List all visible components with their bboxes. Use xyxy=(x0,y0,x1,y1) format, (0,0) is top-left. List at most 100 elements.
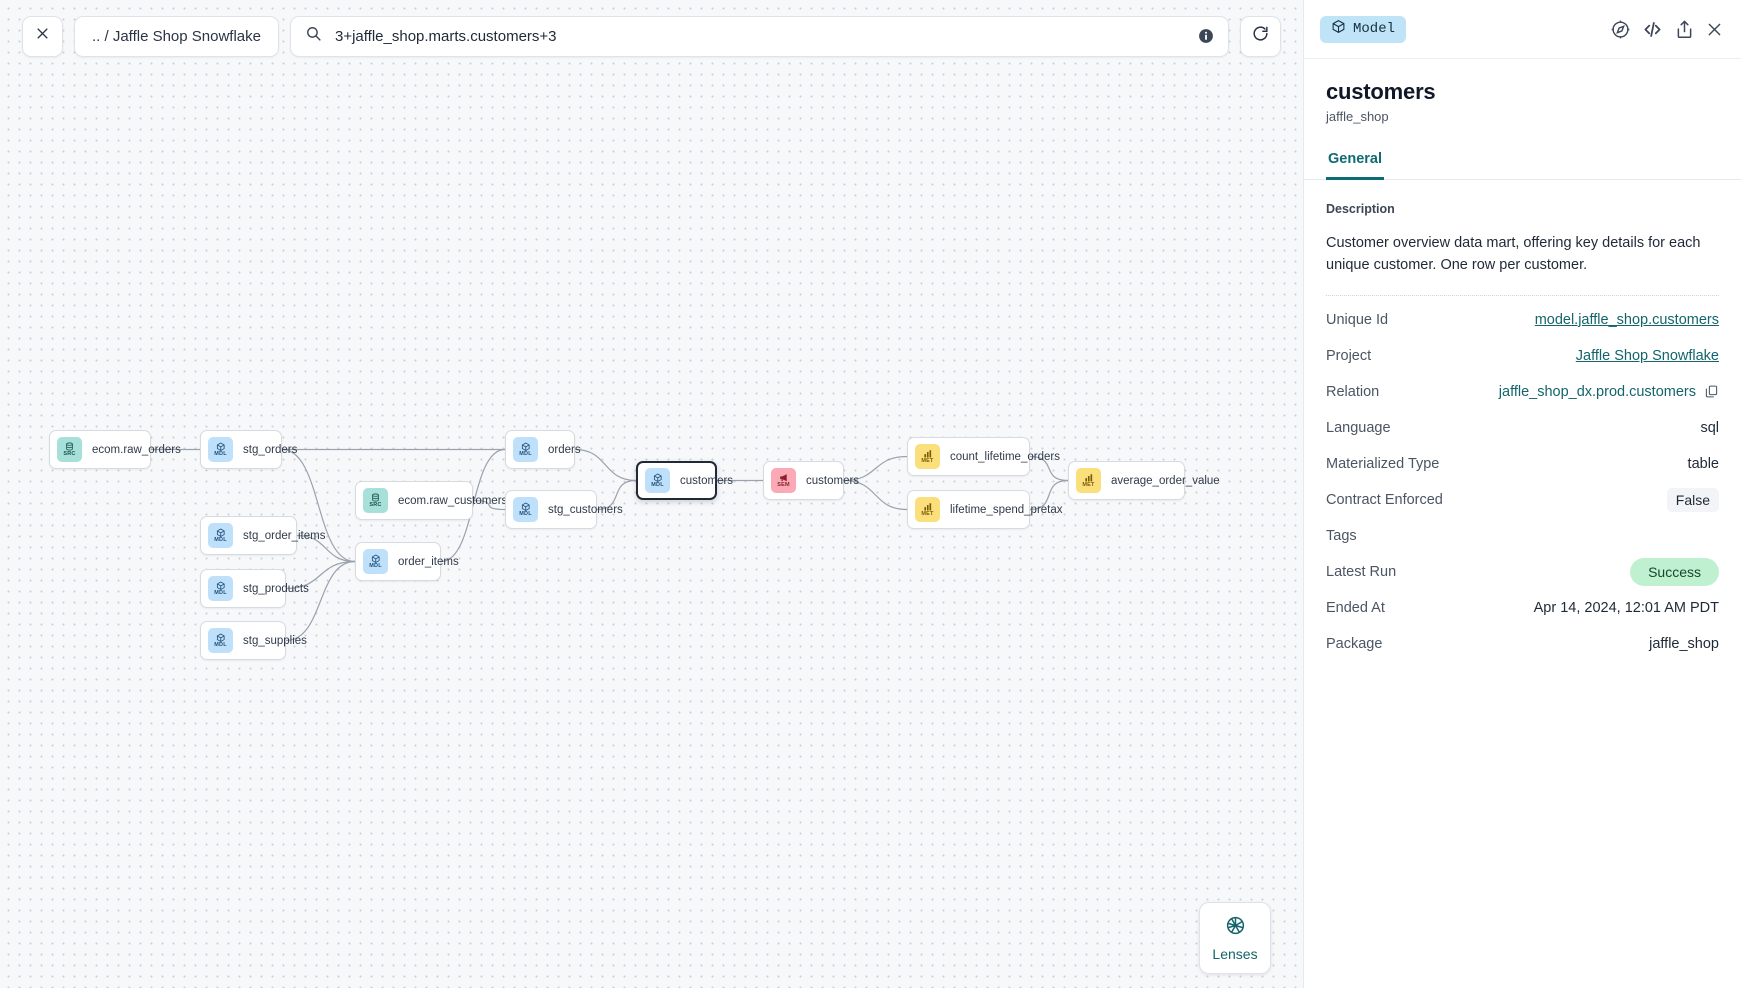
field-row: Unique Id model.jaffle_shop.customers xyxy=(1326,302,1719,338)
field-value-group: jaffle_shop_dx.prod.customers xyxy=(1499,384,1719,400)
breadcrumb-label: .. / Jaffle Shop Snowflake xyxy=(92,27,261,45)
panel-tabs: General xyxy=(1304,151,1741,180)
mdl-badge-icon: MDL xyxy=(208,628,233,653)
refresh-button[interactable] xyxy=(1240,15,1281,57)
graph-node-label: stg_supplies xyxy=(243,634,307,647)
field-value: jaffle_shop_dx.prod.customers xyxy=(1498,383,1696,400)
refresh-icon xyxy=(1251,24,1270,48)
graph-node-label: stg_orders xyxy=(243,443,298,456)
field-value-group: jaffle_shop xyxy=(1649,636,1719,652)
graph-node-label: customers xyxy=(806,474,860,487)
field-key: Latest Run xyxy=(1326,563,1397,580)
field-value-group: sql xyxy=(1700,420,1719,436)
aperture-icon xyxy=(1225,915,1246,941)
field-value[interactable]: model.jaffle_shop.customers xyxy=(1534,311,1719,328)
graph-node-customers_semantic[interactable]: SEM customers xyxy=(763,461,859,500)
graph-node-label: stg_products xyxy=(243,582,309,595)
compass-icon[interactable] xyxy=(1610,19,1631,40)
close-panel-icon[interactable] xyxy=(1705,20,1724,39)
field-row: Contract Enforced False xyxy=(1326,482,1719,518)
field-row: Tags xyxy=(1326,518,1719,554)
entity-subtitle: jaffle_shop xyxy=(1326,109,1389,124)
graph-node-stg_products[interactable]: MDL stg_products xyxy=(200,569,309,608)
graph-node-lifetime_spend_pretax[interactable]: MET lifetime_spend_pretax xyxy=(907,490,1063,529)
lineage-toolbar: .. / Jaffle Shop Snowflake xyxy=(0,0,1303,72)
graph-node-average_order_value[interactable]: MET average_order_value xyxy=(1068,461,1220,500)
graph-node-label: average_order_value xyxy=(1111,474,1220,487)
page-title: customers xyxy=(1326,79,1436,104)
field-row: Package jaffle_shop xyxy=(1326,626,1719,662)
entity-type-chip[interactable]: Model xyxy=(1320,15,1407,43)
field-value-group: Success xyxy=(1630,557,1719,586)
graph-node-label: ecom.raw_orders xyxy=(92,443,181,456)
field-key: Relation xyxy=(1326,383,1380,400)
field-value: table xyxy=(1687,455,1719,472)
field-value-group: table xyxy=(1688,456,1719,472)
close-button[interactable] xyxy=(22,15,63,57)
search-bar[interactable] xyxy=(290,15,1229,57)
graph-node-customers_model[interactable]: MDL customers xyxy=(636,461,733,500)
field-value-group: model.jaffle_shop.customers xyxy=(1535,312,1719,328)
graph-node-label: stg_customers xyxy=(548,503,623,516)
graph-node-stg_supplies[interactable]: MDL stg_supplies xyxy=(200,621,307,660)
graph-node-ecom_raw_orders[interactable]: SRC ecom.raw_orders xyxy=(49,430,181,469)
field-value-group: Jaffle Shop Snowflake xyxy=(1576,348,1719,364)
field-key: Language xyxy=(1326,419,1391,436)
graph-node-label: lifetime_spend_pretax xyxy=(950,503,1063,516)
lenses-button[interactable]: Lenses xyxy=(1199,902,1271,974)
copy-icon[interactable] xyxy=(1704,384,1719,399)
description-label: Description xyxy=(1326,202,1395,216)
graph-node-label: ecom.raw_customers xyxy=(398,494,508,507)
info-icon[interactable] xyxy=(1197,27,1215,45)
graph-node-label: customers xyxy=(680,474,734,487)
src-badge-icon: SRC xyxy=(57,437,82,462)
field-key: Contract Enforced xyxy=(1326,491,1443,508)
graph-node-order_items[interactable]: MDL order_items xyxy=(355,542,459,581)
met-badge-icon: MET xyxy=(1076,468,1101,493)
close-icon xyxy=(35,26,50,46)
mdl-badge-icon: MDL xyxy=(208,576,233,601)
code-icon[interactable] xyxy=(1641,18,1664,41)
panel-toolbar: Model xyxy=(1304,0,1741,59)
mdl-badge-icon: MDL xyxy=(208,523,233,548)
graph-node-label: stg_order_items xyxy=(243,529,326,542)
panel-body: Description Customer overview data mart,… xyxy=(1304,180,1741,988)
entity-type-label: Model xyxy=(1353,21,1396,37)
met-badge-icon: MET xyxy=(915,444,940,469)
field-key: Unique Id xyxy=(1326,311,1389,328)
search-input[interactable] xyxy=(333,26,1186,46)
cube-icon xyxy=(1331,19,1346,39)
field-value-group: False xyxy=(1666,487,1719,512)
field-key: Ended At xyxy=(1326,599,1385,616)
mdl-badge-icon: MDL xyxy=(363,549,388,574)
field-value: Apr 14, 2024, 12:01 AM PDT xyxy=(1533,599,1719,616)
field-key: Tags xyxy=(1326,527,1357,544)
field-key: Package xyxy=(1326,635,1383,652)
field-value[interactable]: Jaffle Shop Snowflake xyxy=(1575,347,1719,364)
graph-node-stg_order_items[interactable]: MDL stg_order_items xyxy=(200,516,325,555)
field-value-group: Apr 14, 2024, 12:01 AM PDT xyxy=(1534,600,1719,616)
status-badge: Success xyxy=(1630,557,1719,586)
graph-node-label: order_items xyxy=(398,555,459,568)
graph-node-ecom_raw_customers[interactable]: SRC ecom.raw_customers xyxy=(355,481,507,520)
tab-general[interactable]: General xyxy=(1326,151,1384,180)
met-badge-icon: MET xyxy=(915,497,940,522)
mdl-badge-icon: MDL xyxy=(513,497,538,522)
mdl-badge-icon: MDL xyxy=(513,437,538,462)
mdl-badge-icon: MDL xyxy=(645,468,670,493)
breadcrumb[interactable]: .. / Jaffle Shop Snowflake xyxy=(74,15,279,57)
share-icon[interactable] xyxy=(1674,19,1695,40)
field-value: False xyxy=(1666,487,1719,512)
sem-badge-icon: SEM xyxy=(771,468,796,493)
details-panel: Model xyxy=(1303,0,1741,988)
graph-node-stg_customers[interactable]: MDL stg_customers xyxy=(505,490,623,529)
description-text: Customer overview data mart, offering ke… xyxy=(1326,235,1701,274)
src-badge-icon: SRC xyxy=(363,488,388,513)
